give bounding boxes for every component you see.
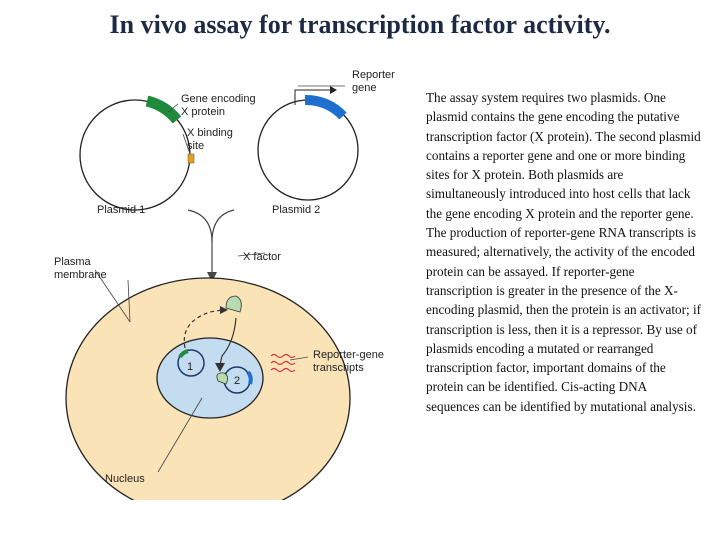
reporter-transcripts [270, 353, 296, 373]
label-plasmid-2: Plasmid 2 [272, 204, 320, 216]
x-factor-cytoplasm [225, 295, 242, 313]
label-plasma-2: membrane [54, 269, 107, 281]
label-num-2: 2 [234, 375, 240, 387]
label-transcripts-2: transcripts [313, 362, 364, 374]
label-num-1: 1 [187, 361, 193, 373]
label-gene-encoding-2: X protein [181, 106, 225, 118]
down-arrowhead [207, 272, 217, 282]
label-binding-site-1: X binding [187, 127, 233, 139]
reporter-gene-segment [304, 95, 347, 120]
plasmid-1 [79, 95, 195, 211]
label-nucleus: Nucleus [105, 473, 145, 485]
label-plasmid-1: Plasmid 1 [97, 204, 145, 216]
import-arrow [219, 317, 237, 366]
transcription-start-arrow [294, 89, 330, 105]
label-reporter-gene-2: gene [352, 82, 376, 94]
label-transcripts-1: Reporter-gene [313, 349, 384, 361]
page-title: In vivo assay for transcription factor a… [109, 10, 611, 39]
plasmid-2 [257, 86, 359, 201]
assay-diagram: Reporter gene Gene encoding X protein X … [54, 69, 395, 500]
binding-site-plasmid-1 [187, 153, 195, 164]
description-text: The assay system requires two plasmids. … [426, 90, 702, 414]
mini-plasmid-1 [177, 349, 205, 377]
merge-arrows [187, 209, 235, 274]
label-x-factor: X factor [243, 251, 281, 263]
label-gene-encoding-1: Gene encoding [181, 93, 256, 105]
label-binding-site-2: site [187, 140, 204, 152]
gene-x-segment [145, 95, 182, 124]
label-reporter-gene-1: Reporter [352, 69, 395, 81]
x-factor-bound [216, 372, 228, 385]
leader-lines [94, 85, 345, 473]
label-plasma-1: Plasma [54, 256, 92, 268]
